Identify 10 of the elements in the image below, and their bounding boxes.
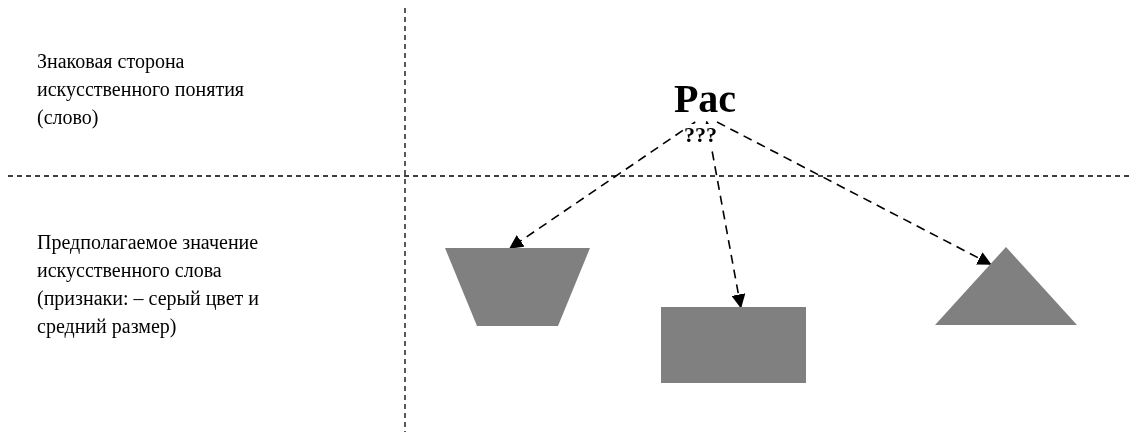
question-marks: ??? <box>684 124 717 146</box>
arrow <box>704 121 746 309</box>
arrow <box>716 121 992 265</box>
row-heading: Знаковая сторона искусственного понятия (слово) <box>37 49 246 131</box>
word-label: Рас <box>650 76 760 122</box>
box-shape <box>661 307 806 383</box>
triangle-shape <box>935 247 1077 325</box>
arrow <box>509 121 697 249</box>
trapezoid-shape <box>445 248 590 326</box>
row-heading: Предполагаемое значение искусственного слова (признаки: – серый цвет и средний размер) <box>37 230 260 340</box>
